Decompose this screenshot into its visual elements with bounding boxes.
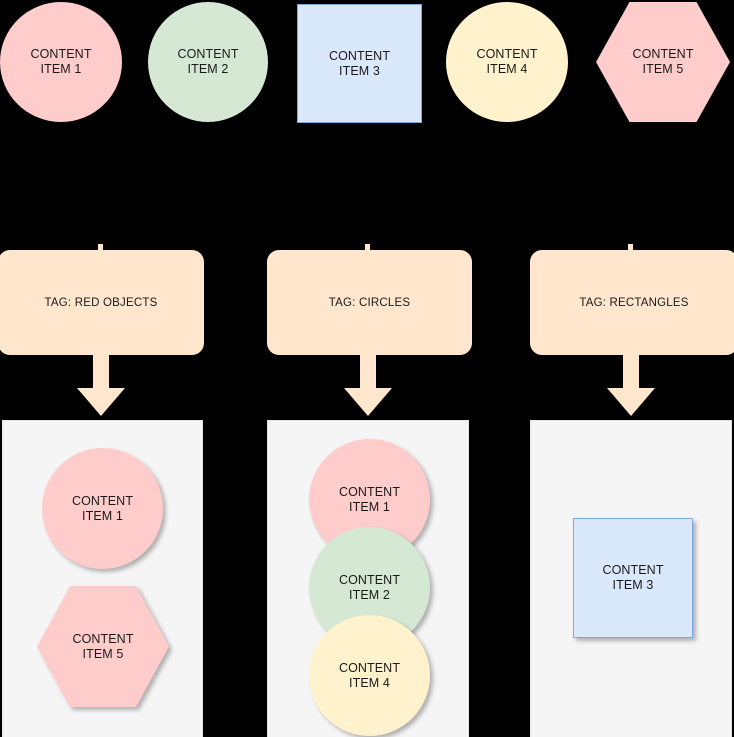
group-circles-item-4-label: CONTENT ITEM 4 (338, 660, 401, 690)
content-item-2-label: CONTENT ITEM 2 (177, 47, 239, 76)
group-circles-item-1-label: CONTENT ITEM 1 (338, 484, 401, 514)
tag-connector-stub-red-objects (98, 244, 103, 252)
arrow-down-red-objects (77, 354, 125, 416)
arrow-down-icon (607, 354, 655, 416)
arrow-down-icon (77, 354, 125, 416)
content-item-1-label: CONTENT ITEM 1 (30, 47, 92, 76)
group-rectangles-item-3-label: CONTENT ITEM 3 (602, 563, 664, 592)
hexagon-icon (37, 586, 169, 707)
content-item-1-ellipse[interactable]: CONTENT ITEM 1 (0, 2, 122, 122)
group-red-objects-item-1-label: CONTENT ITEM 1 (71, 493, 134, 523)
group-circles-item-4-circle[interactable]: CONTENT ITEM 4 (309, 615, 430, 736)
tag-red-objects-label: TAG: RED OBJECTS (44, 296, 158, 309)
tag-rectangles-label: TAG: RECTANGLES (579, 296, 689, 309)
content-item-3-rectangle[interactable]: CONTENT ITEM 3 (297, 4, 422, 123)
tag-connector-stub-rectangles (628, 244, 633, 252)
group-red-objects-container: CONTENT ITEM 1 CONTENT ITEM 5 (2, 420, 203, 737)
group-red-objects-item-5-hexagon[interactable]: CONTENT ITEM 5 (37, 586, 169, 707)
arrow-down-icon (344, 354, 392, 416)
content-item-4-label: CONTENT ITEM 4 (476, 47, 538, 76)
group-red-objects-item-1-circle[interactable]: CONTENT ITEM 1 (42, 448, 163, 569)
arrow-down-circles (344, 354, 392, 416)
arrow-down-rectangles (607, 354, 655, 416)
tag-red-objects-box[interactable]: TAG: RED OBJECTS (0, 250, 204, 355)
group-circles-container: CONTENT ITEM 1 CONTENT ITEM 2 CONTENT IT… (267, 420, 469, 737)
content-item-5-hexagon[interactable]: CONTENT ITEM 5 (596, 2, 730, 122)
group-circles-item-2-label: CONTENT ITEM 2 (338, 572, 401, 602)
group-rectangles-container: CONTENT ITEM 3 (530, 420, 732, 737)
group-rectangles-item-3-rectangle[interactable]: CONTENT ITEM 3 (573, 518, 693, 638)
tag-circles-box[interactable]: TAG: CIRCLES (267, 250, 472, 355)
content-item-4-ellipse[interactable]: CONTENT ITEM 4 (446, 2, 568, 122)
tag-rectangles-box[interactable]: TAG: RECTANGLES (530, 250, 734, 355)
hexagon-icon (596, 2, 730, 122)
tag-connector-stub-circles (365, 244, 370, 252)
content-item-3-label: CONTENT ITEM 3 (328, 48, 391, 78)
tag-circles-label: TAG: CIRCLES (328, 296, 411, 309)
content-item-2-ellipse[interactable]: CONTENT ITEM 2 (148, 2, 268, 122)
